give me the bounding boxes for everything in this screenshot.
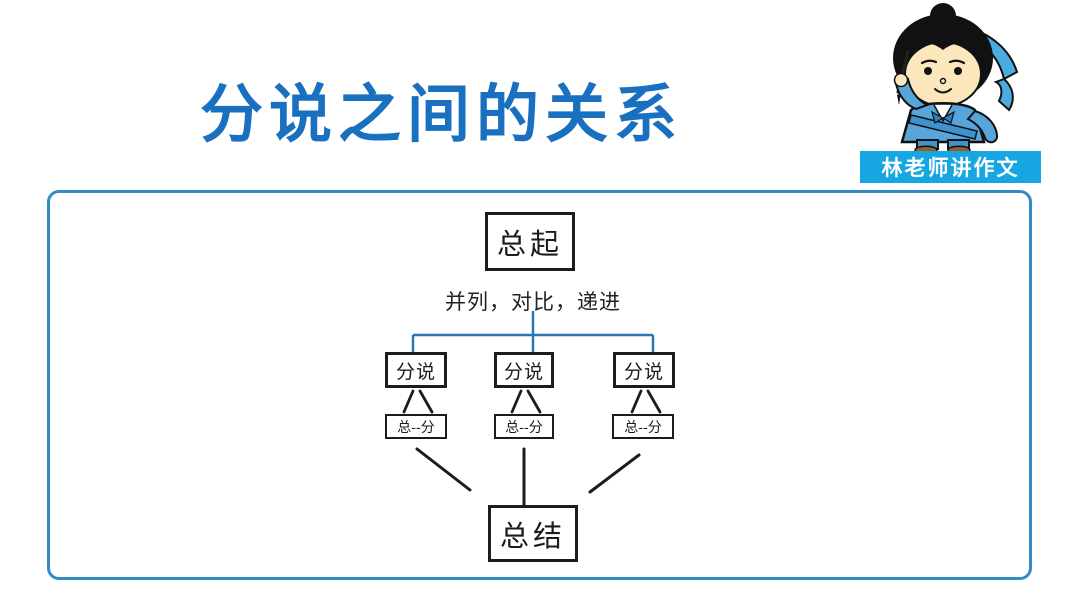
flow-box-opening: 总起 [485,212,575,271]
flow-box-branch-left: 分说 [385,352,447,388]
channel-badge: 林老师讲作文 [860,151,1041,183]
flow-box-sub-right: 总--分 [612,414,674,439]
flow-box-sub-center: 总--分 [494,414,554,439]
flow-box-summary: 总结 [488,505,578,562]
cartoon-teacher-mascot-icon [893,3,1019,154]
relation-label: 并列，对比，递进 [445,290,621,314]
flow-box-branch-center: 分说 [494,352,554,388]
page-title: 分说之间的关系 [200,77,683,151]
flow-box-sub-left: 总--分 [385,414,447,439]
flow-box-branch-right: 分说 [613,352,675,388]
